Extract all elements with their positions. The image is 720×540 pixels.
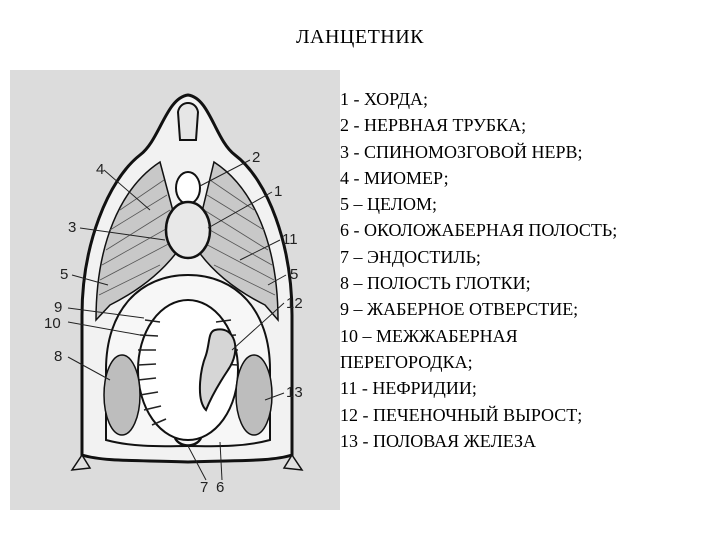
nerve-tube [175,171,201,205]
gonad-left [103,354,141,436]
legend-item: 1 - ХОРДА; [340,89,429,109]
legend-item: 12 - ПЕЧЕНОЧНЫЙ ВЫРОСТ; [340,404,583,425]
myomere-stripes [98,179,276,296]
gonad-right [235,354,273,436]
myomere-left [95,160,183,322]
legend-item: ПЕРЕГОРОДКА; [340,351,473,372]
figure-label-1: 1 [274,183,282,200]
notochord [164,200,212,260]
legend-item: 8 – ПОЛОСТЬ ГЛОТКИ; [340,273,531,294]
figure-label-6: 6 [216,479,224,496]
figure-label-5-left: 5 [60,266,68,283]
figure-label-13: 13 [286,384,303,401]
lancelet-cross-section-figure: 4 2 1 3 11 5 5 12 9 10 8 13 7 6 [10,70,340,510]
figure-label-5-right: 5 [290,266,298,283]
metapleural-fold-left [70,453,92,471]
legend-item: 11 - НЕФРИДИИ; [340,378,477,399]
gill-bars [137,319,239,426]
leader-lines [67,159,287,481]
metapleural-fold-right [282,453,304,471]
figure-label-3: 3 [68,219,76,236]
dorsal-fin [176,102,200,141]
liver-outgrowth [199,328,237,412]
figure-label-4: 4 [96,161,104,178]
figure-label-2: 2 [252,149,260,166]
myomere-right [193,160,279,323]
figure-label-11: 11 [282,231,298,248]
figure-label-9: 9 [54,299,62,316]
legend-item: 13 - ПОЛОВАЯ ЖЕЛЕЗА [340,430,537,451]
legend-item: 10 – МЕЖЖАБЕРНАЯ [340,325,518,346]
legend-item: 3 - СПИНОМОЗГОВОЙ НЕРВ; [340,141,583,162]
page-title: ЛАНЦЕТНИК [295,26,425,48]
endostyle [173,437,203,447]
lancelet-drawing: 4 2 1 3 11 5 5 12 9 10 8 13 7 6 [44,93,304,496]
figure-label-7: 7 [200,479,208,496]
figure-label-10: 10 [44,315,61,332]
figure-label-12: 12 [286,295,303,312]
legend-item: 4 - МИОМЕР; [340,167,449,188]
legend-item: 7 – ЭНДОСТИЛЬ; [340,246,481,267]
legend-item: 6 - ОКОЛОЖАБЕРНАЯ ПОЛОСТЬ; [340,220,618,241]
legend-item: 9 – ЖАБЕРНОЕ ОТВЕРСТИЕ; [340,299,579,320]
figure-label-8: 8 [54,348,62,365]
legend-item: 5 – ЦЕЛОМ; [340,194,437,215]
legend-item: 2 - НЕРВНАЯ ТРУБКА; [340,115,527,136]
legend-list: 1 - ХОРДА; 2 - НЕРВНАЯ ТРУБКА; 3 - СПИНО… [340,86,715,454]
